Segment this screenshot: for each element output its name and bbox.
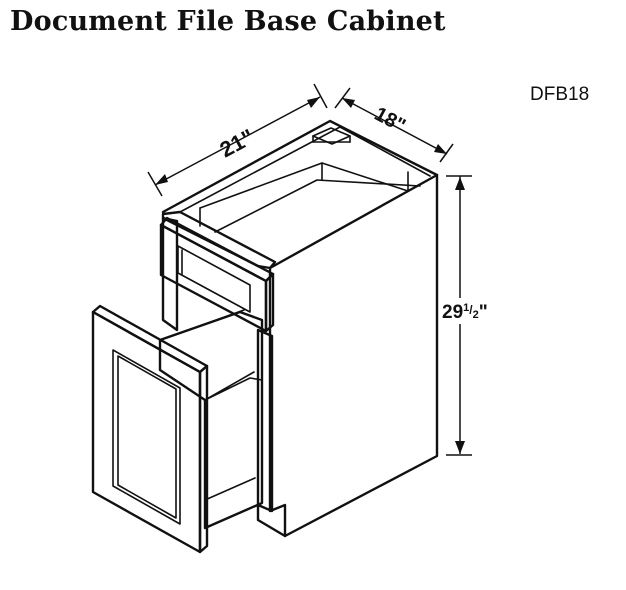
model-code: DFB18 bbox=[530, 84, 590, 105]
width-arrow-left bbox=[342, 98, 355, 108]
toe-kick bbox=[256, 503, 287, 538]
top-back-edge bbox=[161, 119, 439, 214]
drawer-front-top bbox=[159, 216, 275, 283]
drawer-inset-panel bbox=[177, 245, 251, 313]
height-frac-num: 1 bbox=[463, 302, 469, 314]
depth-dimension-line bbox=[154, 96, 321, 186]
middle-stile bbox=[256, 328, 274, 513]
height-frac-den: 2 bbox=[473, 309, 479, 321]
page-title: Document File Base Cabinet bbox=[10, 6, 446, 37]
width-arrow-right bbox=[434, 144, 447, 154]
depth-extension-right bbox=[313, 83, 328, 109]
file-drawer-front bbox=[91, 310, 202, 554]
height-arrow-bottom bbox=[455, 441, 465, 454]
height-frac-slash: / bbox=[469, 303, 473, 317]
width-dimension-line bbox=[341, 97, 448, 155]
top-back-inner bbox=[179, 126, 431, 213]
file-drawer-box bbox=[158, 310, 264, 530]
depth-arrow-right bbox=[307, 97, 320, 108]
depth-dimension: 21" bbox=[147, 83, 328, 197]
interior-back-wall bbox=[199, 162, 409, 209]
cabinet-box bbox=[161, 119, 439, 538]
right-side-panel bbox=[268, 173, 439, 538]
height-dimension: 291/2" bbox=[440, 175, 500, 456]
width-extension-left bbox=[334, 87, 351, 109]
file-drawer-floor bbox=[204, 477, 256, 501]
top-drawer bbox=[159, 216, 275, 333]
interior-left-wall bbox=[199, 162, 323, 227]
depth-label: 21" bbox=[216, 124, 259, 162]
height-whole: 29 bbox=[442, 302, 463, 323]
file-drawer-front-top bbox=[91, 304, 209, 374]
height-label-bg bbox=[440, 298, 500, 324]
height-inch-mark: " bbox=[479, 302, 488, 323]
file-drawer-front-edge bbox=[198, 364, 209, 554]
width-label: 18" bbox=[371, 103, 409, 137]
height-label: 291/2" bbox=[442, 302, 488, 323]
file-drawer-inset-panel bbox=[112, 349, 181, 525]
interior-floor bbox=[214, 179, 421, 233]
file-drawer-inset-inner bbox=[117, 355, 177, 519]
top-front-rail bbox=[161, 210, 277, 270]
file-drawer bbox=[91, 304, 264, 554]
file-drawer-rim bbox=[171, 309, 263, 401]
width-dimension: 18" bbox=[334, 87, 454, 163]
width-extension-right bbox=[439, 143, 454, 163]
height-arrow-top bbox=[455, 177, 465, 190]
depth-extension-left bbox=[147, 171, 163, 197]
depth-arrow-left bbox=[155, 174, 168, 185]
left-stile bbox=[161, 216, 179, 332]
